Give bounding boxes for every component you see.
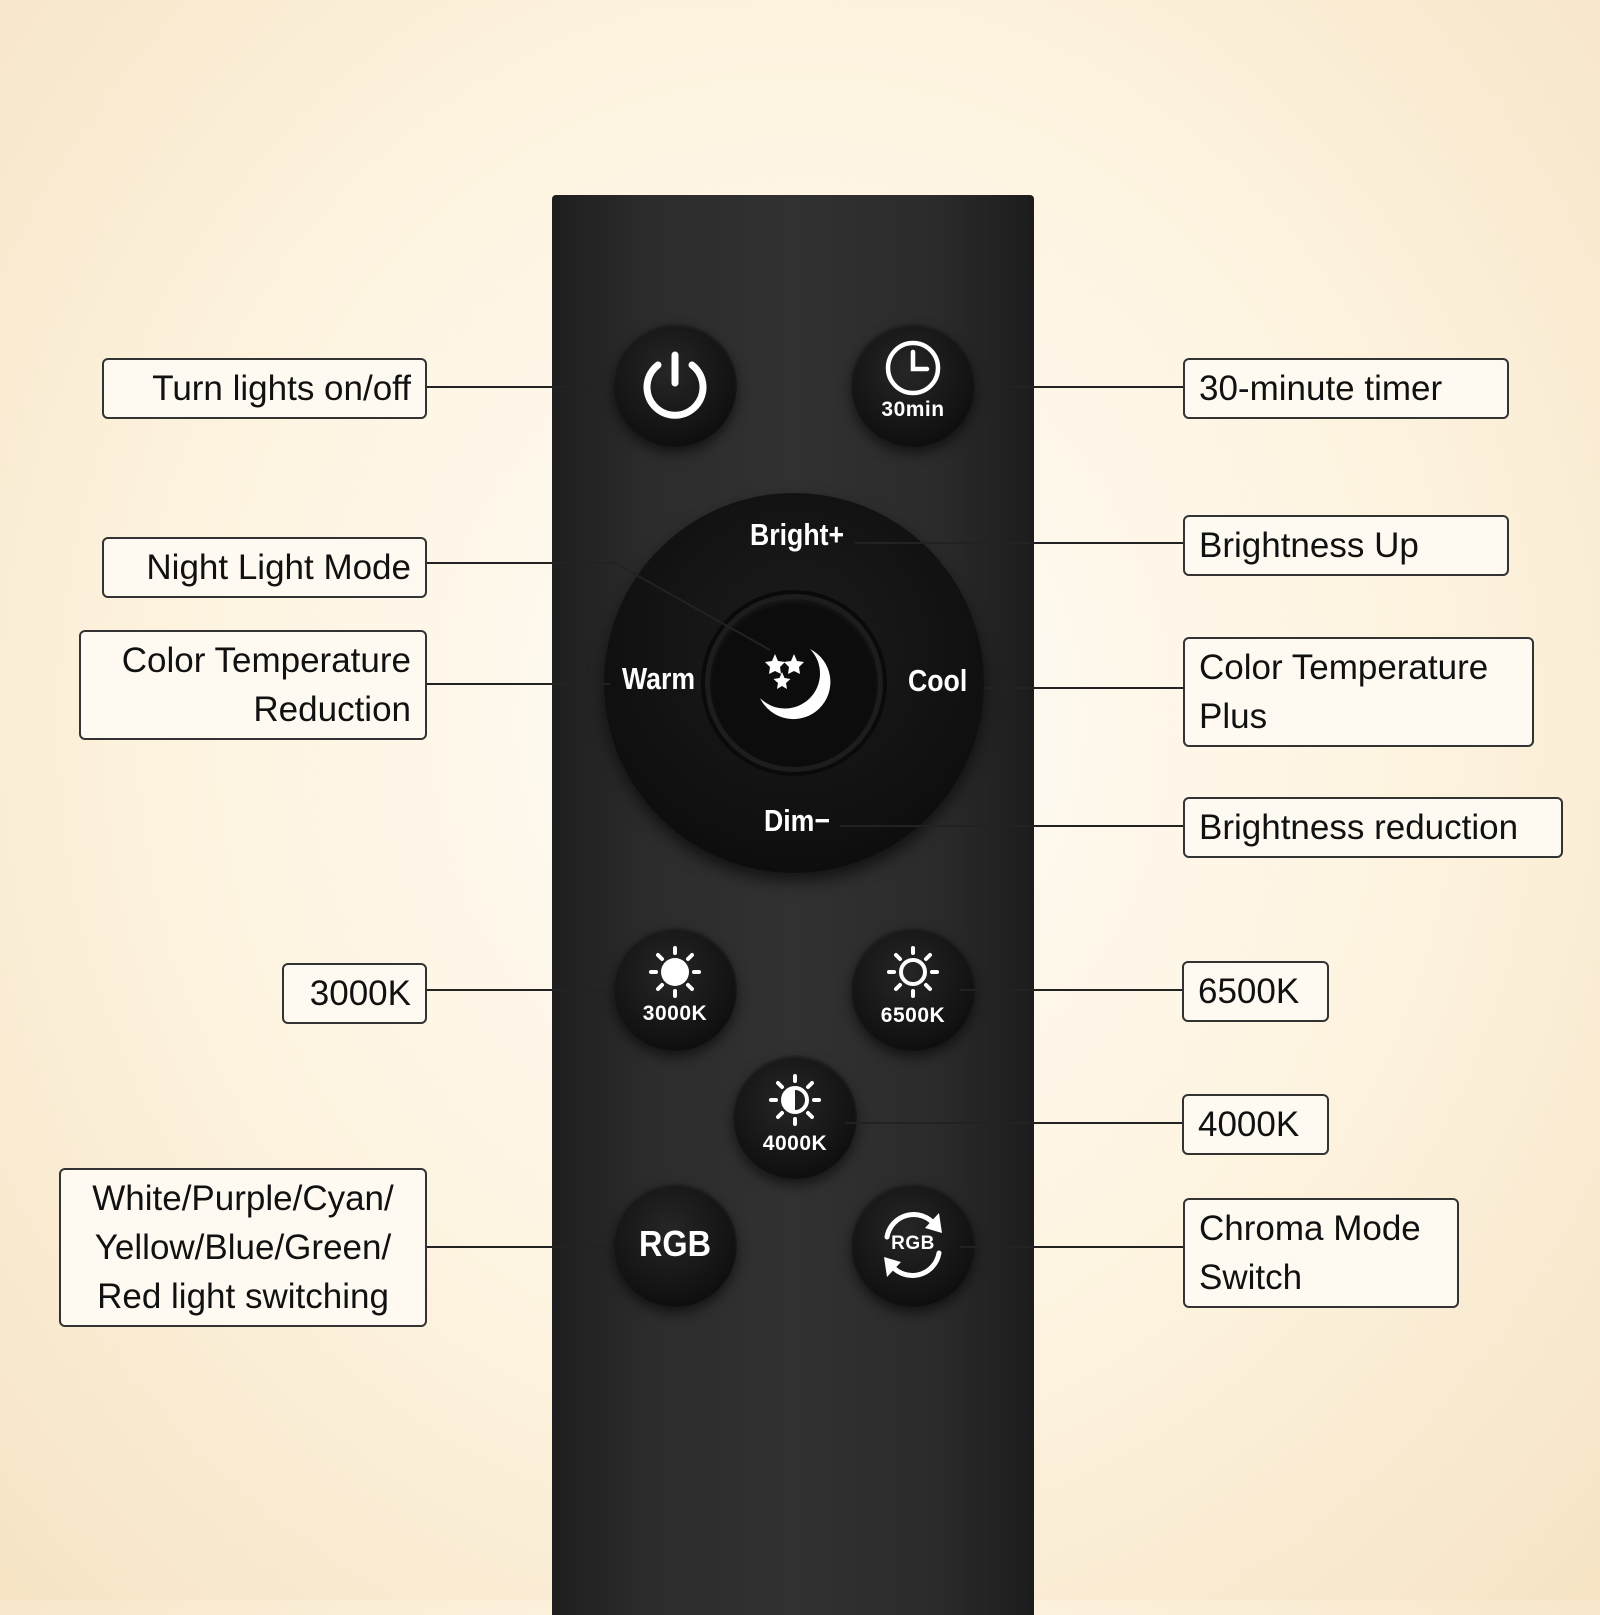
power-icon xyxy=(643,351,707,419)
warm-button[interactable]: Warm xyxy=(622,661,696,696)
cycle-arrows-icon xyxy=(884,1212,942,1278)
label-night-light: Night Light Mode xyxy=(102,537,427,598)
label-brightness-reduction: Brightness reduction xyxy=(1183,797,1563,858)
chroma-mode-button[interactable]: RGB xyxy=(851,1183,975,1307)
dim-button[interactable]: Dim− xyxy=(764,803,830,838)
timer-button[interactable]: 30min xyxy=(851,323,975,447)
cool-button[interactable]: Cool xyxy=(908,663,968,698)
temp-3000k-button[interactable]: 3000K xyxy=(613,927,737,1051)
rgb-caption: RGB xyxy=(639,1223,711,1264)
power-button[interactable] xyxy=(613,323,737,447)
sun-filled-icon xyxy=(649,946,701,998)
label-4000k: 4000K xyxy=(1182,1094,1329,1155)
sun-outline-icon xyxy=(887,946,939,998)
label-color-temp-reduction: Color Temperature Reduction xyxy=(79,630,427,740)
temp-6500k-caption: 6500K xyxy=(880,1004,946,1027)
label-rgb-switching: White/Purple/Cyan/ Yellow/Blue/Green/ Re… xyxy=(59,1168,427,1327)
temp-4000k-button[interactable]: 4000K xyxy=(733,1055,857,1179)
night-light-button[interactable] xyxy=(710,599,878,767)
label-brightness-up: Brightness Up xyxy=(1183,515,1509,576)
temp-3000k-caption: 3000K xyxy=(642,1002,708,1025)
label-6500k: 6500K xyxy=(1182,961,1329,1022)
timer-caption: 30min xyxy=(881,398,945,421)
chroma-caption: RGB xyxy=(891,1233,935,1254)
label-timer: 30-minute timer xyxy=(1183,358,1509,419)
label-color-temp-plus: Color Temperature Plus xyxy=(1183,637,1534,747)
label-chroma-mode: Chroma Mode Switch xyxy=(1183,1198,1459,1308)
control-dial: Bright+ Dim− Warm Cool xyxy=(604,493,984,873)
label-3000k: 3000K xyxy=(282,963,427,1024)
sun-half-icon xyxy=(769,1074,821,1126)
moon-stars-icon xyxy=(760,649,831,720)
label-power: Turn lights on/off xyxy=(102,358,427,419)
clock-icon xyxy=(885,340,941,396)
bright-up-button[interactable]: Bright+ xyxy=(750,517,845,552)
temp-4000k-caption: 4000K xyxy=(762,1132,828,1155)
temp-6500k-button[interactable]: 6500K xyxy=(851,927,975,1051)
rgb-button[interactable]: RGB xyxy=(613,1183,737,1307)
